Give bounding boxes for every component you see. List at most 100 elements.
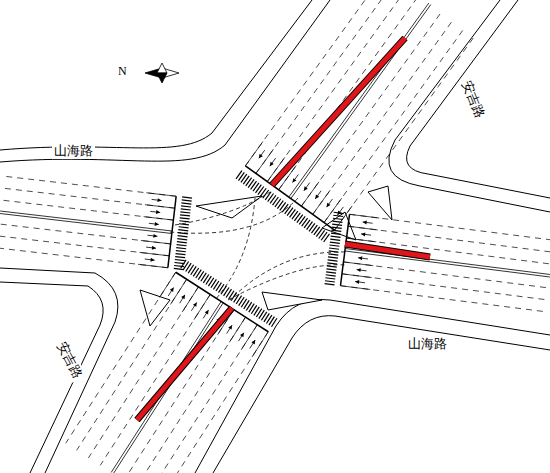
- sidewalk-line: [0, 0, 312, 150]
- crosswalk-stripe: [182, 200, 192, 201]
- lane-line: [335, 36, 475, 230]
- lane-arrow: [240, 333, 244, 337]
- center-line: [0, 213, 172, 233]
- lane-line: [100, 294, 210, 465]
- curb-line: [0, 0, 330, 162]
- bus-lane: [137, 308, 232, 420]
- lane-line: [141, 240, 171, 243]
- lane-line: [350, 214, 380, 218]
- bus-lane: [345, 244, 430, 257]
- lane-arrow: [304, 183, 310, 191]
- crosswalk-stripe: [178, 230, 188, 231]
- lane-arrow: [155, 222, 159, 226]
- bus-lane-border: [272, 38, 405, 185]
- crosswalk-stripe: [326, 272, 336, 273]
- lane-arrow: [157, 198, 161, 202]
- crosswalk-stripe: [177, 242, 187, 243]
- lane-line: [182, 287, 198, 312]
- lane-line: [267, 0, 407, 182]
- lane-arrow: [251, 340, 255, 344]
- crosswalk-stripe: [176, 251, 186, 252]
- crosswalk-stripe: [175, 260, 185, 261]
- turn-guide: [228, 265, 345, 300]
- lane-line: [340, 286, 370, 290]
- turn-guides: [170, 192, 345, 300]
- compass: [145, 63, 179, 83]
- lane-arrow: [363, 221, 367, 225]
- crosswalk-stripe: [174, 262, 184, 263]
- crosswalk-stripe: [333, 215, 343, 216]
- crosswalk-stripe: [331, 236, 341, 237]
- lane-arrow: [191, 302, 196, 310]
- lane-arrow: [228, 325, 232, 329]
- road-name: 山海路: [52, 143, 95, 159]
- crosswalk-stripe: [328, 260, 338, 261]
- lane-line: [241, 325, 257, 350]
- crosswalk-stripe: [180, 212, 190, 213]
- crosswalk-stripe: [181, 203, 191, 204]
- traffic-island: [368, 186, 392, 220]
- turn-guide: [170, 196, 300, 233]
- lane-arrow: [270, 158, 276, 166]
- lane-line: [342, 274, 547, 300]
- crosswalk-stripe: [329, 248, 339, 249]
- lane-arrow: [259, 154, 263, 158]
- crosswalk-stripe: [327, 266, 337, 267]
- center-line: [0, 211, 172, 231]
- crosswalk-stripe: [180, 218, 190, 219]
- crosswalk-stripe: [177, 245, 187, 246]
- lane-line: [350, 214, 550, 240]
- crosswalk-stripe: [181, 260, 186, 268]
- lane-arrow: [238, 333, 243, 341]
- crosswalk-stripe: [325, 278, 335, 279]
- lane-arrow: [357, 268, 361, 272]
- lane-arrow: [205, 310, 209, 314]
- lane-arrow: [304, 186, 308, 190]
- crosswalk-stripe: [330, 242, 340, 243]
- lane-arrow: [293, 178, 297, 182]
- lane-arrow: [358, 256, 362, 260]
- islands: [140, 186, 392, 326]
- crosswalk-stripe: [329, 251, 339, 252]
- lane-line: [0, 248, 168, 268]
- curb-line: [0, 268, 118, 473]
- turn-guide: [215, 198, 255, 300]
- road-name: 山海路: [406, 336, 449, 352]
- lane-arrow: [338, 207, 344, 215]
- lane-arrow: [315, 191, 321, 199]
- turn-guide: [175, 192, 270, 225]
- crosswalk-stripe: [180, 215, 190, 216]
- lane-arrow: [355, 280, 359, 284]
- crosswalk-stripe: [332, 224, 342, 225]
- lane-line: [324, 29, 464, 223]
- crosswalk-stripe: [330, 245, 340, 246]
- crosswalk-stripe: [331, 230, 341, 231]
- bus-lane-border: [345, 244, 430, 257]
- lane-arrow: [327, 203, 331, 207]
- stop-line: [168, 196, 176, 268]
- curb-line: [389, 0, 550, 212]
- crosswalk-stripe: [179, 224, 189, 225]
- crosswalk-stripe: [182, 197, 192, 198]
- lane-line: [170, 279, 186, 304]
- bus-lanes: [137, 38, 430, 420]
- traffic-island: [196, 196, 262, 218]
- center-line: [345, 249, 550, 275]
- lane-line: [1, 200, 173, 220]
- north-label: N: [116, 64, 129, 78]
- lane-line: [124, 310, 234, 473]
- crosswalk-stripe: [324, 234, 330, 242]
- lane-line: [4, 176, 176, 196]
- lane-arrow: [327, 199, 333, 207]
- lane-line: [245, 141, 263, 165]
- crosswalk-stripe: [325, 281, 335, 282]
- crosswalk-stripe: [330, 239, 340, 240]
- crosswalk-stripe: [181, 209, 191, 210]
- crosswalk-stripe: [328, 257, 338, 258]
- lane-line: [256, 0, 396, 173]
- lane-line: [343, 262, 373, 266]
- sidewalk-line: [213, 316, 550, 473]
- lane-line: [145, 205, 175, 208]
